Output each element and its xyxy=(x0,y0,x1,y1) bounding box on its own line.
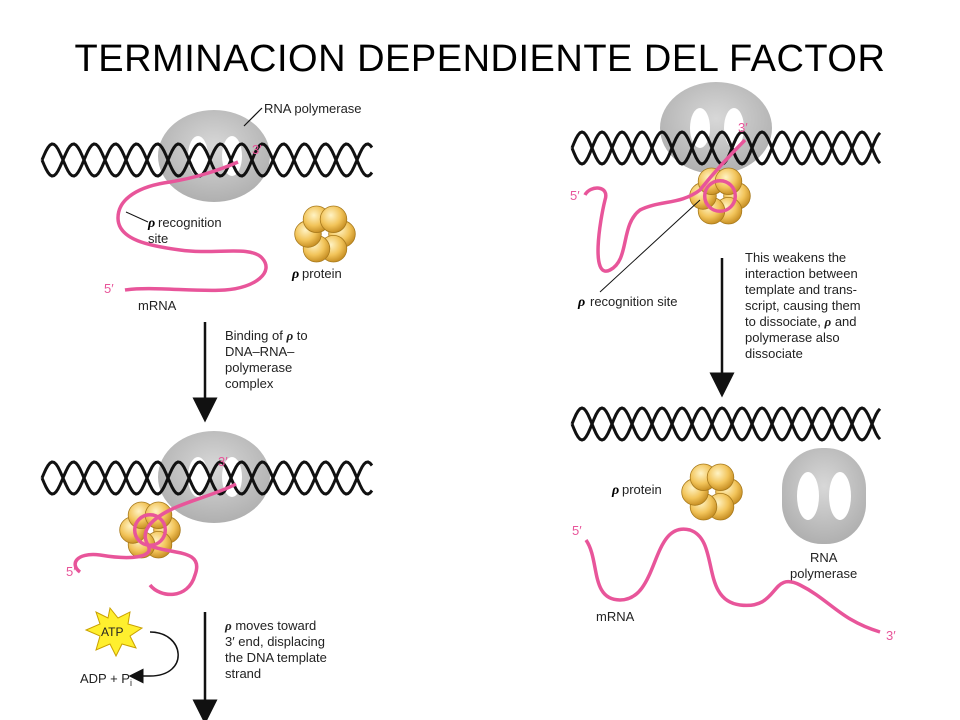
arrow1-text-line4: complex xyxy=(225,376,274,391)
protein-label: protein xyxy=(622,482,662,497)
rna-polymerase-label-line2: polymerase xyxy=(790,566,857,581)
slide-title: TERMINACION DEPENDIENTE DEL FACTOR xyxy=(74,38,886,80)
arrow3-text-line3: template and trans- xyxy=(745,282,857,297)
arrow1-text-line2: DNA–RNA– xyxy=(225,344,295,359)
panel-rho-bound: 3′ 5′ xyxy=(40,431,374,597)
three-prime-label: 3′ xyxy=(738,120,748,135)
recognition-label: recognition site xyxy=(590,294,677,309)
dna-strand xyxy=(570,130,882,166)
mrna-strand xyxy=(73,482,237,597)
three-prime-label: 3′ xyxy=(218,454,228,469)
atp-label: ATP xyxy=(101,625,123,639)
rho-protein-hexamer xyxy=(681,463,743,521)
rho-symbol: ρ xyxy=(147,216,155,231)
dna-strand xyxy=(40,142,374,178)
rna-through-rho xyxy=(702,178,738,214)
arrow3-text-line2: interaction between xyxy=(745,266,858,281)
rho-symbol: ρ xyxy=(577,295,585,310)
step-arrow-translocation: ATP ADP + Pi ρ moves toward 3′ end, disp… xyxy=(80,606,327,720)
mrna-strand xyxy=(116,160,268,293)
mrna-strand xyxy=(584,527,881,634)
dna-strand xyxy=(40,142,374,178)
five-prime-label: 5′ xyxy=(104,281,114,296)
three-prime-label: 3′ xyxy=(886,628,896,643)
dna-double-helix xyxy=(40,142,374,178)
dna-double-helix xyxy=(40,460,374,496)
panel-dissociated: ρ protein RNA polymerase 5′ 3′ mRNA xyxy=(570,406,896,643)
polymerase-pointer-line xyxy=(243,107,263,127)
atp-conversion-arrow xyxy=(128,631,179,684)
panel-rho-at-polymerase: 3′ 5′ ρ recognition site xyxy=(570,82,882,310)
arrow1-text-line3: polymerase xyxy=(225,360,292,375)
arrow2-text-line2: 3′ end, displacing xyxy=(225,634,325,649)
arrow1-text-line1: Binding of ρ to xyxy=(225,328,308,343)
arrow2-text-line3: the DNA template xyxy=(225,650,327,665)
adp-label: ADP + Pi xyxy=(80,671,132,688)
dna-double-helix xyxy=(570,406,882,442)
rho-subunit xyxy=(319,205,348,234)
rho-protein-hexamer xyxy=(294,205,356,263)
recognition-pointer-line xyxy=(599,199,701,293)
rna-polymerase xyxy=(660,82,772,174)
three-prime-label: 3′ xyxy=(252,142,262,157)
recognition-label: recognition xyxy=(158,215,222,230)
rho-symbol: ρ xyxy=(611,483,619,498)
arrow3-text-line1: This weakens the xyxy=(745,250,846,265)
rna-polymerase xyxy=(782,448,866,544)
five-prime-label: 5′ xyxy=(570,188,580,203)
protein-label: protein xyxy=(302,266,342,281)
recognition-pointer-line xyxy=(125,211,149,223)
arrow2-text-line1: ρ moves toward xyxy=(224,618,316,633)
rna-polymerase-label: RNA xyxy=(810,550,838,565)
rho-subunit xyxy=(706,463,735,492)
mrna-label: mRNA xyxy=(596,609,635,624)
rho-protein-hexamer xyxy=(689,167,751,225)
panel-initial: RNA polymerase 3′ 5′ ρ recognition site … xyxy=(40,101,374,313)
atp-burst-icon: ATP xyxy=(84,606,144,658)
polymerase-label: RNA polymerase xyxy=(264,101,362,116)
arrow3-text-line6: polymerase also xyxy=(745,330,840,345)
mrna-label: mRNA xyxy=(138,298,177,313)
dna-strand xyxy=(570,406,882,442)
step-arrow-dissociation: This weakens the interaction between tem… xyxy=(709,250,861,398)
dna-strand xyxy=(570,406,882,442)
dna-strand xyxy=(40,460,374,496)
recognition-label-line2: site xyxy=(148,231,168,246)
rho-protein-hexamer xyxy=(119,501,181,559)
step-arrow-binding: Binding of ρ to DNA–RNA– polymerase comp… xyxy=(192,322,308,423)
arrow2-text-line4: strand xyxy=(225,666,261,681)
rho-symbol: ρ xyxy=(291,267,299,282)
mrna-strand xyxy=(583,138,747,273)
arrow3-text-line4: script, causing them xyxy=(745,298,861,313)
arrow3-text-line5: to dissociate, ρ and xyxy=(745,314,857,329)
dna-strand xyxy=(40,460,374,496)
five-prime-label: 5′ xyxy=(66,564,76,579)
arrow3-text-line7: dissociate xyxy=(745,346,803,361)
five-prime-label: 5′ xyxy=(572,523,582,538)
